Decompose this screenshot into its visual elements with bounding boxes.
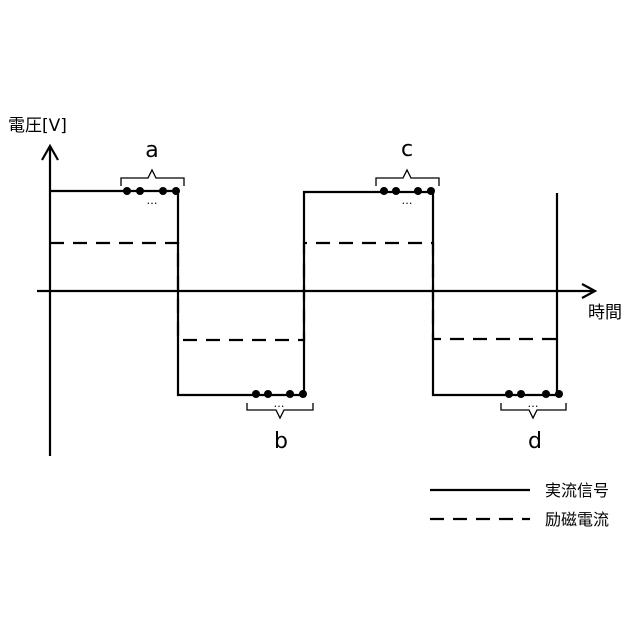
sample-point <box>555 390 563 398</box>
label-b: b <box>274 429 288 454</box>
sample-point <box>392 187 400 195</box>
sample-point <box>542 390 550 398</box>
sample-point <box>414 187 422 195</box>
sample-point <box>299 390 307 398</box>
label-a: a <box>145 138 158 163</box>
sample-point <box>505 390 513 398</box>
sample-point <box>252 390 260 398</box>
sample-point <box>123 187 131 195</box>
legend-label-excitation: 励磁電流 <box>545 510 609 529</box>
ellipsis-c: … <box>402 194 413 207</box>
sample-point <box>136 187 144 195</box>
ellipsis-b: … <box>274 397 285 410</box>
sample-point <box>427 187 435 195</box>
sample-point <box>264 390 272 398</box>
sample-group-d: … d <box>501 390 566 454</box>
sample-point <box>172 187 180 195</box>
sample-point <box>286 390 294 398</box>
sample-point <box>380 187 388 195</box>
ellipsis-a: … <box>147 194 158 207</box>
brace-c <box>376 170 439 186</box>
brace-a <box>121 170 184 186</box>
label-c: c <box>401 137 413 162</box>
label-d: d <box>528 429 542 454</box>
sample-group-a: … a <box>121 138 184 207</box>
legend-label-signal: 実流信号 <box>545 481 609 500</box>
legend: 実流信号 励磁電流 <box>430 481 609 529</box>
y-axis-label: 電圧[V] <box>8 116 67 136</box>
sample-group-b: … b <box>247 390 313 454</box>
sample-point <box>159 187 167 195</box>
x-axis-label: 時間 <box>588 303 622 323</box>
ellipsis-d: … <box>528 397 539 410</box>
sample-group-c: … c <box>376 137 439 207</box>
sample-point <box>517 390 525 398</box>
